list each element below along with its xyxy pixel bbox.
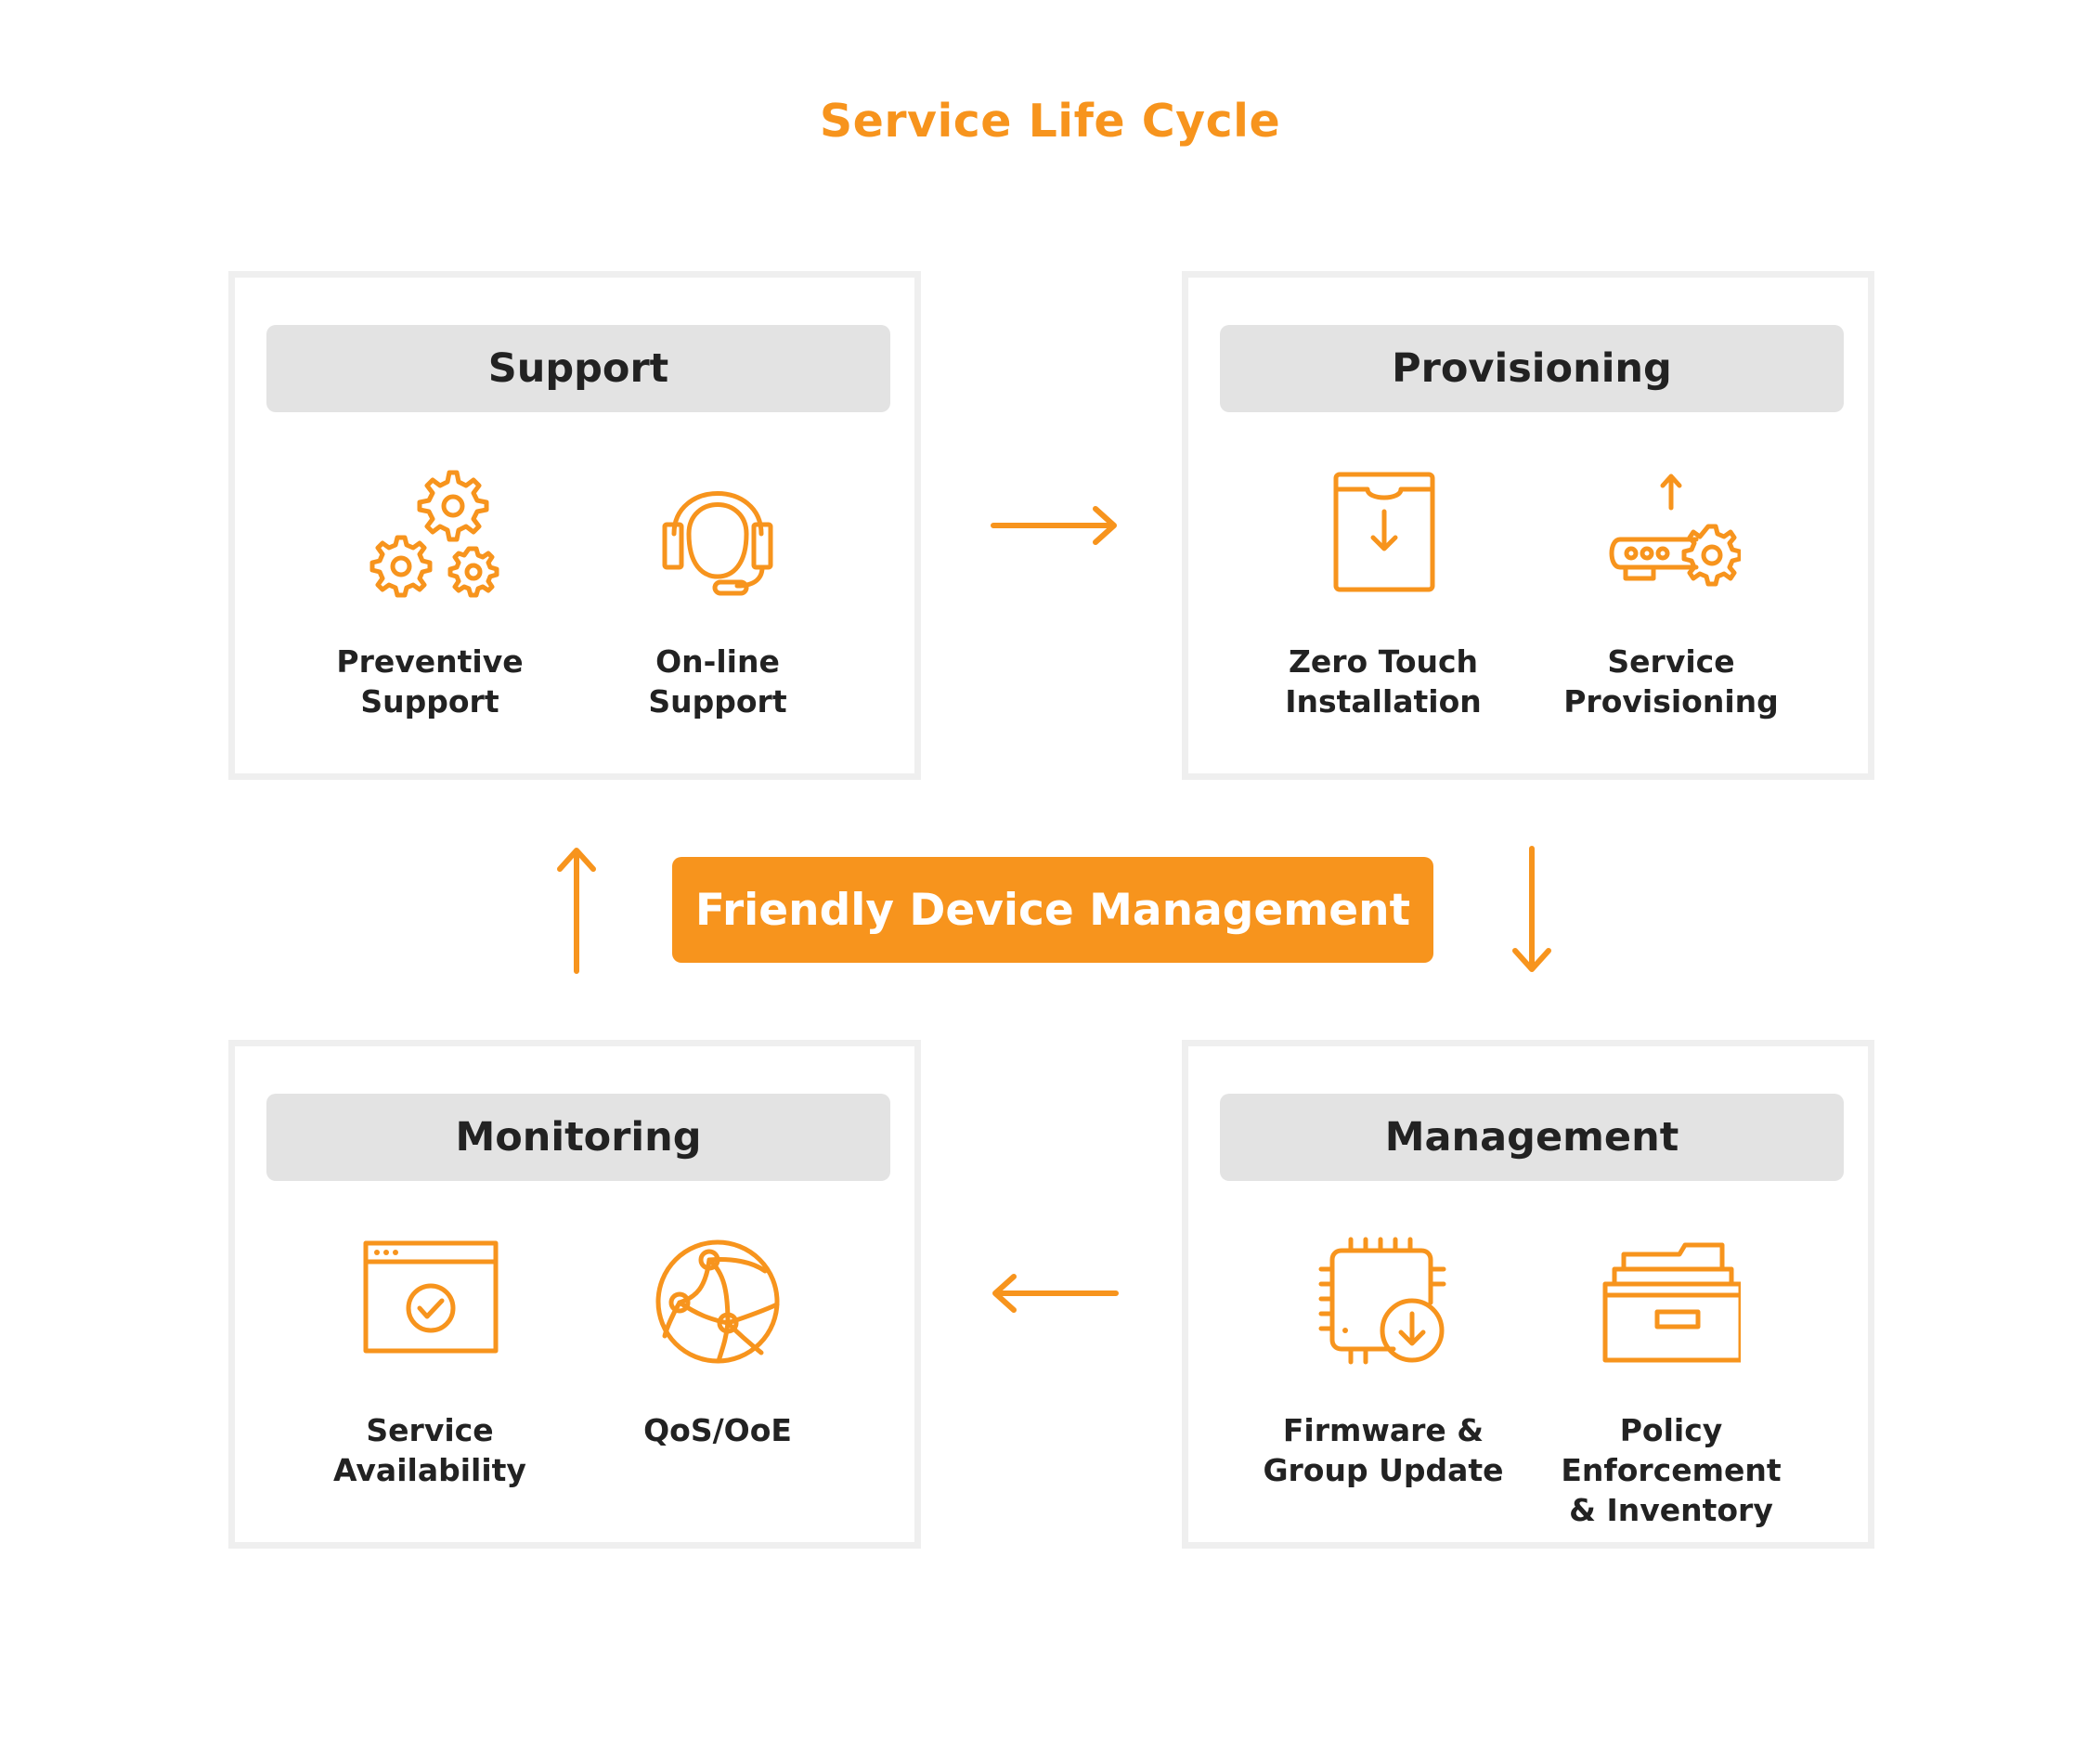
panel-title: Monitoring bbox=[266, 1094, 890, 1181]
item-label: Service Provisioning bbox=[1563, 643, 1779, 720]
panel-support: Support Preventive Support bbox=[228, 271, 921, 780]
item-label: QoS/OoE bbox=[643, 1412, 792, 1448]
item-service-availability: Service Availability bbox=[281, 1232, 578, 1490]
right-arrow bbox=[991, 506, 1117, 545]
item-zero-touch-installation: Zero Touch Installation bbox=[1235, 463, 1532, 721]
gears-icon bbox=[369, 470, 499, 598]
item-label: Service Availability bbox=[333, 1412, 526, 1488]
panel-monitoring: Monitoring Service Availability bbox=[228, 1040, 921, 1549]
router-gear-icon bbox=[1609, 473, 1741, 587]
item-label: Policy Enforcement & Inventory bbox=[1561, 1412, 1782, 1528]
left-arrow bbox=[992, 1274, 1119, 1313]
browser-check-icon bbox=[363, 1240, 499, 1354]
item-online-support: On-line Support bbox=[569, 463, 866, 721]
globe-network-icon bbox=[655, 1239, 780, 1364]
item-label: Firmware & Group Update bbox=[1263, 1412, 1504, 1488]
item-policy-enforcement-inventory: Policy Enforcement & Inventory bbox=[1523, 1232, 1820, 1530]
item-label: Zero Touch Installation bbox=[1285, 643, 1482, 720]
file-drawer-icon bbox=[1602, 1242, 1741, 1363]
center-label: Friendly Device Management bbox=[672, 857, 1433, 963]
item-label: Preventive Support bbox=[336, 643, 524, 720]
up-arrow bbox=[557, 848, 596, 974]
headset-icon bbox=[662, 491, 773, 596]
box-download-icon bbox=[1333, 472, 1435, 592]
panel-management: Management Firmware & Group Update bbox=[1182, 1040, 1874, 1549]
item-firmware-group-update: Firmware & Group Update bbox=[1235, 1232, 1532, 1490]
item-qos-ooe: QoS/OoE bbox=[569, 1232, 866, 1450]
diagram-title: Service Life Cycle bbox=[819, 95, 1281, 148]
item-label: On-line Support bbox=[648, 643, 787, 720]
panel-title: Provisioning bbox=[1220, 325, 1844, 412]
panel-provisioning: Provisioning Zero Touch Installation bbox=[1182, 271, 1874, 780]
down-arrow bbox=[1512, 846, 1551, 972]
chip-download-icon bbox=[1318, 1237, 1446, 1365]
panel-title: Management bbox=[1220, 1094, 1844, 1181]
item-service-provisioning: Service Provisioning bbox=[1523, 463, 1820, 721]
item-preventive-support: Preventive Support bbox=[281, 463, 578, 721]
panel-title: Support bbox=[266, 325, 890, 412]
